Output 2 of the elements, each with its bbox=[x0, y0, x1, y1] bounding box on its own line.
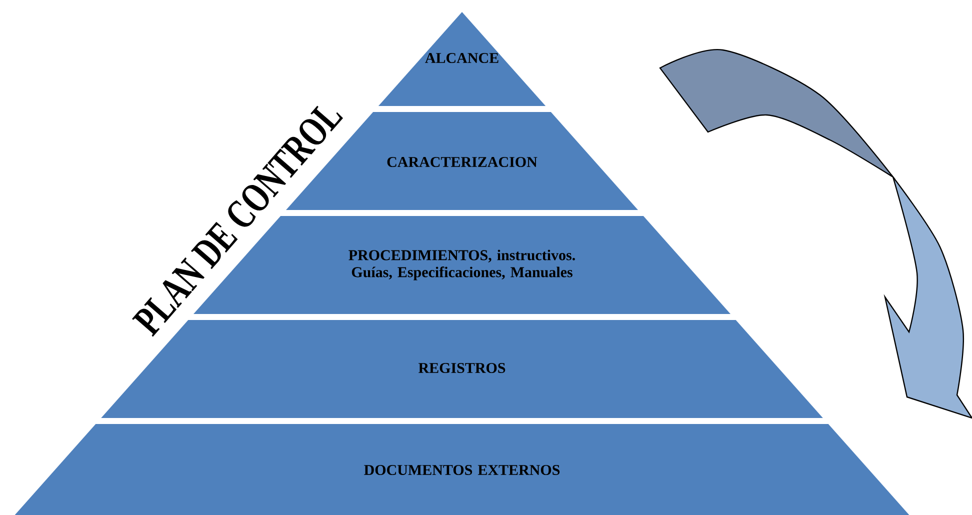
pyramid-band: ALCANCE bbox=[378, 12, 546, 106]
pyramid-band: DOCUMENTOS EXTERNOS bbox=[14, 424, 910, 515]
